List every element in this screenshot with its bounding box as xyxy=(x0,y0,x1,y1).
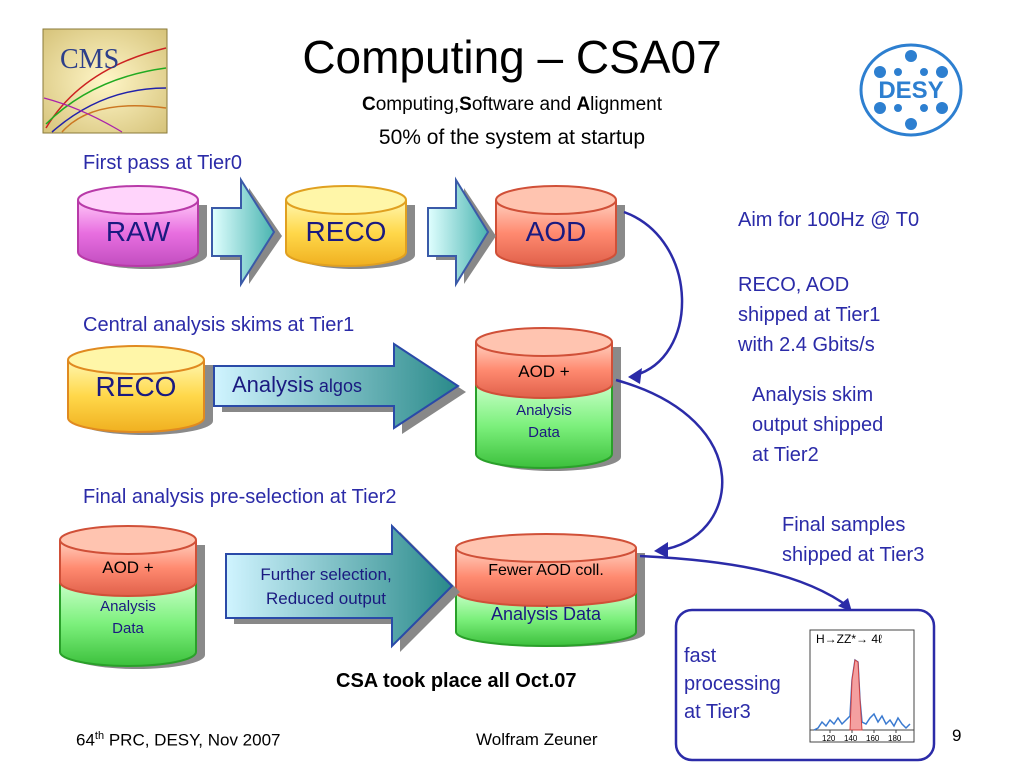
desy-logo-text: DESY xyxy=(878,77,943,104)
reco-cylinder-tier0 xyxy=(285,185,415,269)
further-selection-line2: Reduced output xyxy=(265,589,387,608)
page-number: 9 xyxy=(952,726,962,745)
subtitle-oftware: oftware and xyxy=(471,94,577,115)
histogram-tick: 140 xyxy=(844,734,858,743)
histogram-tick: 180 xyxy=(888,734,902,743)
algos-word: algos xyxy=(313,376,362,396)
note-fast-line1: fast xyxy=(684,645,717,667)
arrow-further-selection xyxy=(225,523,460,652)
cms-logo-text: CMS xyxy=(60,44,119,75)
analysis-data-line2: Data xyxy=(112,620,144,637)
note-reco-aod-line2: shipped at Tier1 xyxy=(738,304,881,326)
subtitle-a: A xyxy=(576,94,591,115)
note-final-line1: Final samples xyxy=(782,514,906,536)
tier2-heading: Final analysis pre-selection at Tier2 xyxy=(83,486,397,508)
analysis-word: Analysis xyxy=(232,372,314,397)
csa-note: CSA took place all Oct.07 xyxy=(336,670,577,692)
raw-cylinder xyxy=(77,185,207,269)
aod-analysis-cylinder-tier1 xyxy=(475,327,621,471)
curve-tier2-to-tier3 xyxy=(639,554,851,609)
arrow-reco-to-aod xyxy=(427,176,496,288)
note-reco-aod-line3: with 2.4 Gbits/s xyxy=(738,334,875,356)
subtitle-omputing: omputing, xyxy=(375,94,460,115)
reco-label-tier0: RECO xyxy=(305,216,387,247)
analysis-data-line2: Data xyxy=(528,424,560,441)
note-reco-aod: RECO, AOD shipped at Tier1 with 2.4 Gbit… xyxy=(738,270,880,360)
subtitle-c: C xyxy=(361,94,376,115)
aod-analysis-cylinder-tier2 xyxy=(59,525,205,669)
footer-author: Wolfram Zeuner xyxy=(476,730,598,749)
analysis-data-label-tier2b: Analysis Data xyxy=(490,604,602,624)
page-title: Computing – CSA07 xyxy=(302,31,722,83)
analysis-data-line1: Analysis xyxy=(100,598,156,615)
note-fast: fast processing at Tier3 xyxy=(684,642,781,726)
note-fast-line2: processing xyxy=(684,673,781,695)
cms-logo: CMS xyxy=(42,28,168,134)
reco-cylinder-tier1 xyxy=(67,345,213,435)
curve-tier1-to-tier2 xyxy=(615,378,724,552)
subtitle-s: S xyxy=(459,94,472,115)
subtitle-lignment: lignment xyxy=(590,94,662,115)
note-final: Final samples shipped at Tier3 xyxy=(782,510,924,570)
histogram-title: H→ZZ*→ 4ℓ xyxy=(816,632,882,646)
note-aim: Aim for 100Hz @ T0 xyxy=(738,209,920,231)
aod-label-tier0: AOD xyxy=(525,216,587,247)
note-fast-line3: at Tier3 xyxy=(684,701,751,723)
analysis-data-line1: Analysis xyxy=(516,402,572,419)
note-skim-line3: at Tier2 xyxy=(752,444,819,466)
higgs-histogram xyxy=(809,629,915,743)
curve-tier0-to-tier1 xyxy=(623,210,684,378)
tier1-heading: Central analysis skims at Tier1 xyxy=(83,314,355,336)
raw-label: RAW xyxy=(105,216,171,247)
arrow-raw-to-reco xyxy=(211,176,282,288)
note-skim: Analysis skim output shipped at Tier2 xyxy=(752,380,883,470)
footer-left-num: 64 xyxy=(76,730,95,750)
aod-plus-label-tier2: AOD + xyxy=(102,558,154,577)
further-selection-label: Further selection, Reduced output xyxy=(228,563,424,611)
note-final-line2: shipped at Tier3 xyxy=(782,544,925,566)
reco-label-tier1: RECO xyxy=(95,371,177,402)
footer-left-rest: PRC, DESY, Nov 2007 xyxy=(104,730,281,750)
histogram-tick: 160 xyxy=(866,734,880,743)
fewer-aod-label: Fewer AOD coll. xyxy=(488,562,604,579)
aod-cylinder-tier0 xyxy=(495,185,625,269)
note-reco-aod-line1: RECO, AOD xyxy=(738,274,850,296)
tier0-heading: First pass at Tier0 xyxy=(83,152,242,174)
arrow-analysis-algos xyxy=(213,342,466,434)
page-subtitle: Computing,Software and Alignment xyxy=(0,94,1024,116)
fewer-aod-cylinder xyxy=(455,533,645,647)
note-skim-line2: output shipped xyxy=(752,414,884,436)
note-skim-line1: Analysis skim xyxy=(752,384,874,406)
desy-logo: DESY xyxy=(858,42,964,138)
analysis-algos-label: Analysis algos xyxy=(232,372,402,398)
aod-plus-label-tier1: AOD + xyxy=(518,362,570,381)
page-subtitle-2: 50% of the system at startup xyxy=(378,126,646,149)
footer-left: 64th PRC, DESY, Nov 2007 xyxy=(76,730,281,751)
footer-left-sup: th xyxy=(94,730,105,742)
further-selection-line1: Further selection, xyxy=(260,565,392,584)
histogram-tick: 120 xyxy=(822,734,836,743)
